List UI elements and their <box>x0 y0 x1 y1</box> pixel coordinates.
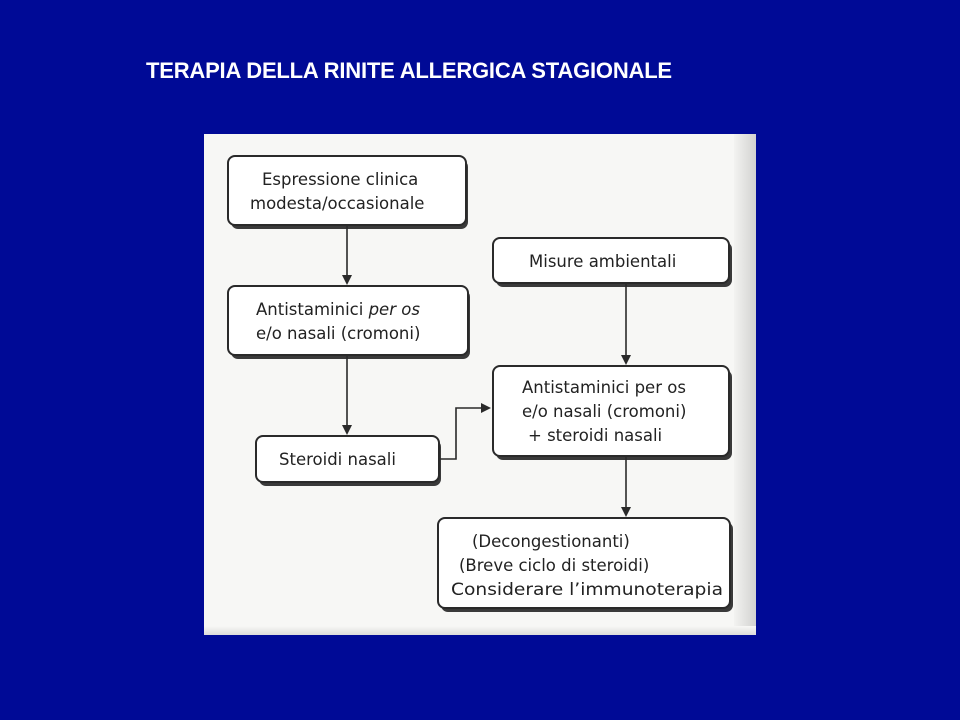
node-combined-box <box>492 365 730 457</box>
node-advanced-line2: (Breve ciclo di steroidi) <box>459 556 649 575</box>
node-nasal-steroids-box <box>255 435 440 483</box>
node-antihistamines-line1-b: per os <box>368 300 421 319</box>
node-environmental-line1: Misure ambientali <box>529 252 676 271</box>
diagram-scan: Espressione clinica modesta/occasionale … <box>204 134 756 635</box>
node-clinical-line1: Espressione clinica <box>262 170 418 189</box>
node-advanced-line1: (Decongestionanti) <box>472 532 630 551</box>
node-advanced-box <box>437 517 731 609</box>
node-antihistamines-line1-a: Antistaminici <box>256 300 369 319</box>
slide-title: TERAPIA DELLA RINITE ALLERGICA STAGIONAL… <box>146 58 672 83</box>
node-advanced-line3: Considerare l’immunoterapia <box>451 580 723 599</box>
arrow-steroids-to-combined <box>440 403 491 460</box>
node-clinical-box <box>227 155 467 226</box>
node-combined-line2: e/o nasali (cromoni) <box>522 402 686 421</box>
page-bottom-shadow <box>204 626 756 635</box>
node-nasal-steroids-line1: Steroidi nasali <box>279 450 396 469</box>
flowchart: Espressione clinica modesta/occasionale … <box>227 155 733 612</box>
node-clinical-line2: modesta/occasionale <box>250 194 424 213</box>
node-combined-line1: Antistaminici per os <box>522 378 686 397</box>
node-environmental-box <box>492 237 730 284</box>
node-combined-line3: + steroidi nasali <box>528 426 662 445</box>
node-antihistamines-line1: Antistaminici per os <box>256 300 420 319</box>
node-antihistamines-line2: e/o nasali (cromoni) <box>256 324 420 343</box>
node-antihistamines-box <box>227 285 469 356</box>
page-edge-shadow <box>734 134 756 635</box>
